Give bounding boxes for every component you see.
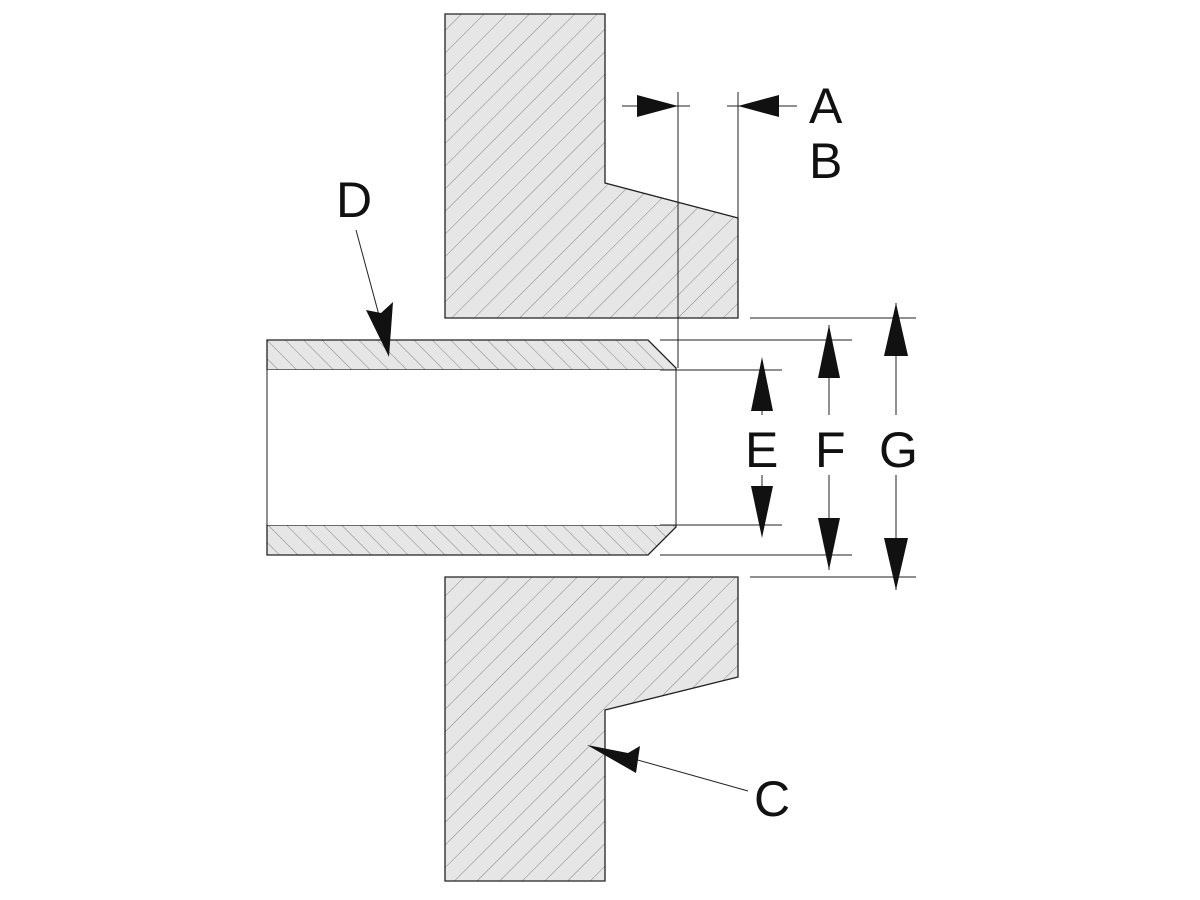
upper-fitting-section xyxy=(444,13,739,319)
dim-e-arrow-up xyxy=(751,357,773,411)
dim-f-arrow-up xyxy=(818,325,840,378)
label-d: D xyxy=(336,172,372,228)
label-f: F xyxy=(815,422,846,478)
leader-c-line xyxy=(619,754,749,792)
dim-g-arrow-up xyxy=(884,303,908,356)
leader-c-arrow xyxy=(587,745,640,773)
leader-d-arrow xyxy=(366,302,393,357)
dim-ab-arrow-right xyxy=(738,95,779,117)
pipe-bore xyxy=(267,370,676,525)
label-b: B xyxy=(809,133,842,189)
dim-f-arrow-down xyxy=(818,518,840,570)
lower-fitting-section xyxy=(444,576,739,882)
dim-ab-arrow-left xyxy=(637,95,678,117)
label-e: E xyxy=(745,422,778,478)
label-a: A xyxy=(809,78,843,134)
pipe-lower-wall xyxy=(266,524,677,556)
pipe-upper-wall xyxy=(266,339,677,371)
dim-e-arrow-down xyxy=(751,486,773,538)
dim-g-arrow-down xyxy=(884,538,908,590)
label-c: C xyxy=(754,771,790,827)
label-g: G xyxy=(879,422,918,478)
